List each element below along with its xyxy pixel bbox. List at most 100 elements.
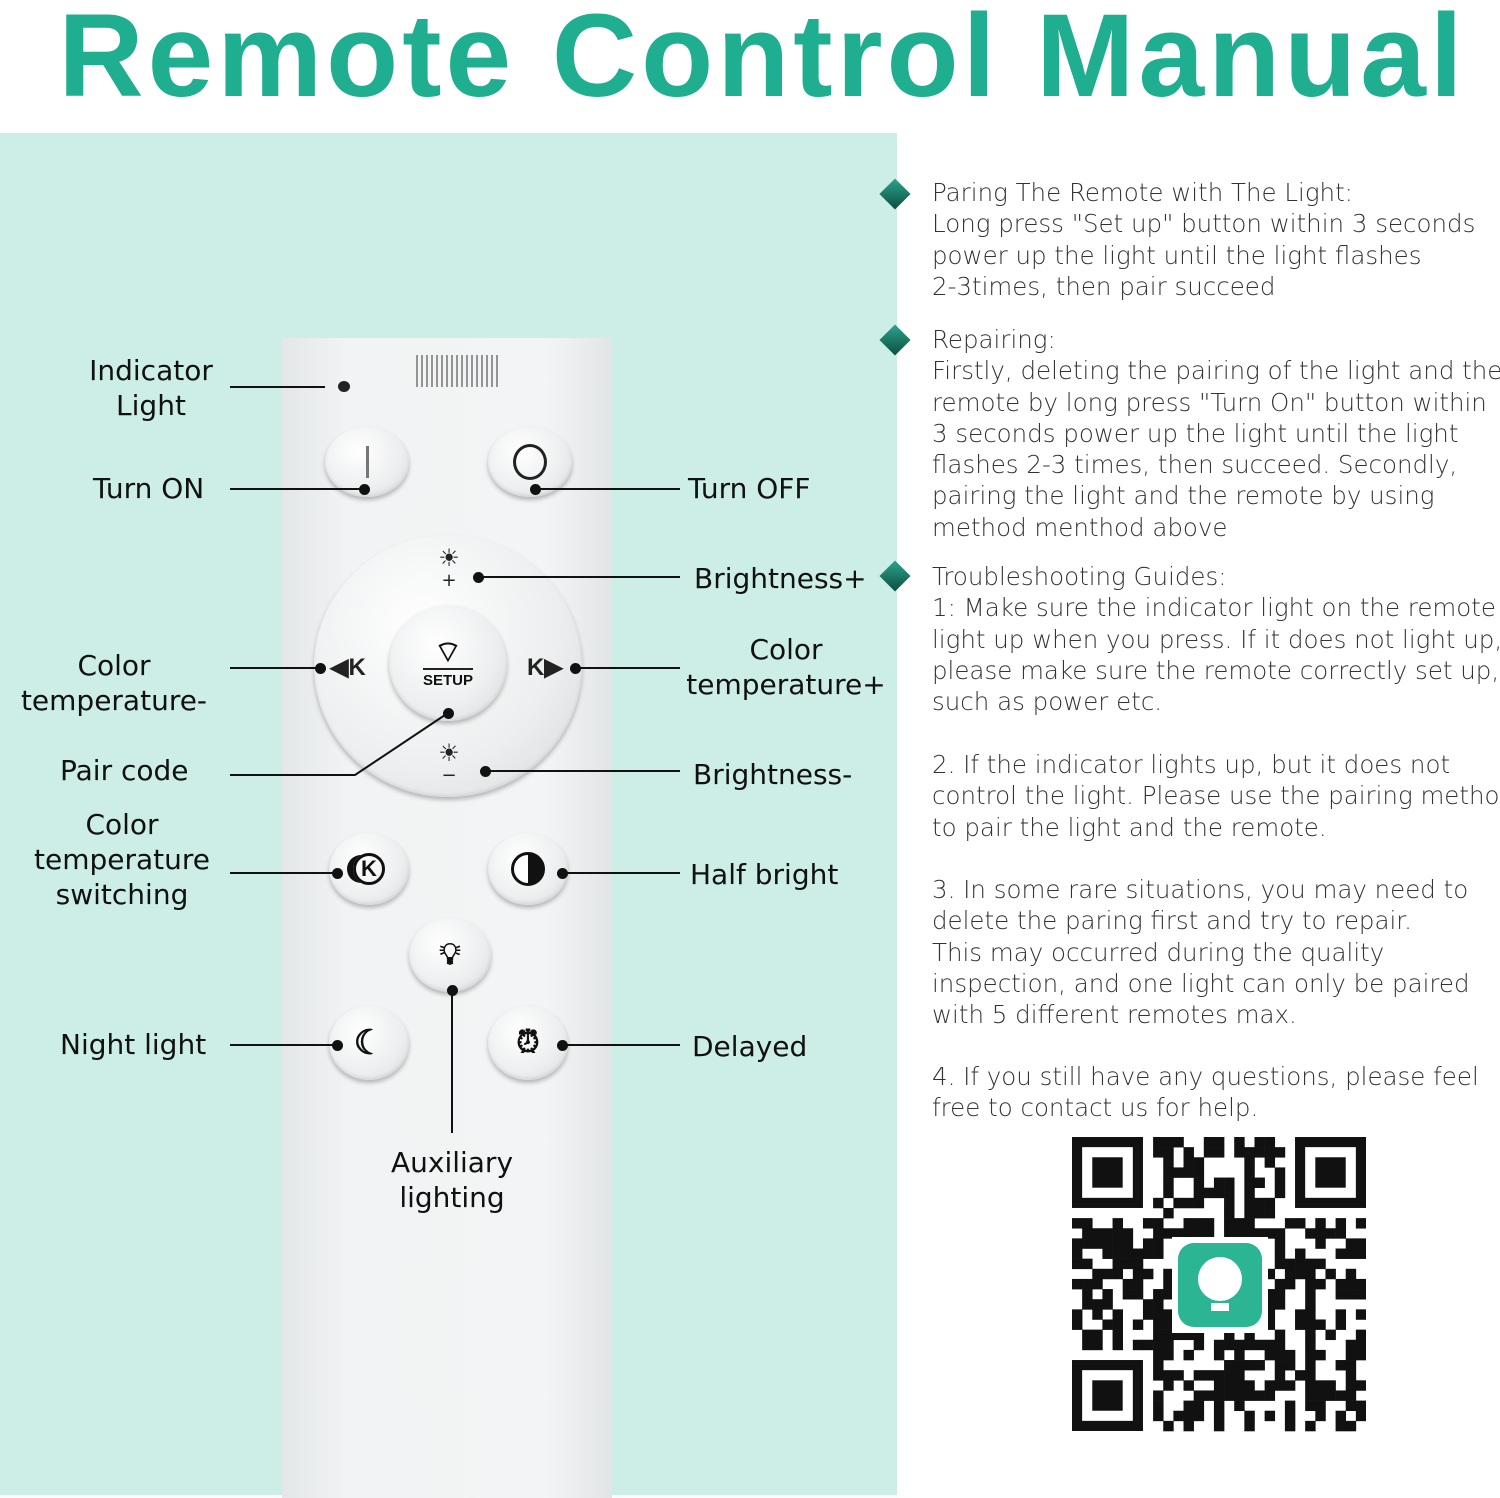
qr-module [1254, 1137, 1265, 1148]
qr-module [1305, 1349, 1316, 1361]
qr-module [1244, 1380, 1255, 1391]
indicator-light-dot [338, 381, 350, 392]
delayed-button[interactable]: ⏰︎ [488, 1006, 568, 1080]
brightness-up-icon[interactable]: ☀+ [438, 544, 460, 591]
qr-module [1163, 1177, 1174, 1188]
qr-module [1122, 1248, 1134, 1259]
qr-module [1112, 1218, 1123, 1229]
callout-line [478, 576, 680, 578]
qr-module [1193, 1197, 1205, 1209]
qr-module [1355, 1309, 1366, 1320]
qr-module [1183, 1147, 1194, 1158]
turn-off-button[interactable] [488, 427, 572, 497]
qr-module [1274, 1289, 1286, 1300]
callout-dot [557, 868, 568, 879]
qr-module [1264, 1228, 1276, 1239]
moon-k-icon: K [353, 853, 385, 885]
qr-module [1355, 1248, 1366, 1259]
night-light-button[interactable]: ☾ [329, 1006, 409, 1080]
qr-module [1142, 1268, 1154, 1280]
instruction-line: flashes 2-3 times, then succeed. Secondl… [932, 450, 1458, 480]
label-half-bright: Half bright [690, 858, 839, 891]
alarm-clock-icon: ⏰︎ [516, 1026, 540, 1059]
qr-module [1264, 1380, 1276, 1391]
qr-module [1132, 1319, 1144, 1330]
qr-module [1112, 1329, 1123, 1341]
color-temp-up-button[interactable]: K▶ [527, 654, 563, 681]
qr-module [1112, 1319, 1123, 1330]
instruction-line: Troubleshooting Guides: [932, 562, 1227, 591]
qr-module [1264, 1289, 1276, 1300]
qr-module [1153, 1360, 1164, 1371]
qr-module [1163, 1380, 1174, 1391]
qr-module [1183, 1420, 1194, 1432]
troubleshooting-step-2: 2. If the indicator lights up, but it do… [932, 749, 1500, 843]
qr-code[interactable] [1072, 1137, 1366, 1432]
qr-module [1173, 1197, 1184, 1209]
qr-module [1274, 1278, 1286, 1290]
qr-module [1305, 1319, 1316, 1330]
qr-module [1254, 1390, 1265, 1401]
qr-module [1335, 1410, 1347, 1422]
qr-module [1132, 1278, 1144, 1290]
color-temp-switch-button[interactable]: K [329, 833, 409, 905]
setup-button[interactable]: ⌔ SETUP [389, 605, 507, 721]
qr-module [1284, 1278, 1296, 1290]
qr-module [1173, 1137, 1184, 1148]
half-bright-button[interactable] [488, 833, 568, 905]
callout-line [535, 488, 680, 490]
qr-module [1244, 1147, 1255, 1158]
label-turn-off: Turn OFF [688, 472, 811, 505]
qr-module [1173, 1167, 1184, 1178]
qr-module [1295, 1370, 1306, 1381]
qr-module [1224, 1360, 1235, 1371]
qr-module [1112, 1228, 1123, 1239]
qr-module [1213, 1400, 1225, 1412]
qr-module [1355, 1410, 1366, 1422]
qr-module [1163, 1167, 1174, 1178]
qr-module [1183, 1218, 1194, 1229]
qr-module [1213, 1349, 1225, 1361]
qr-module [1193, 1370, 1205, 1381]
qr-module [1224, 1187, 1235, 1199]
qr-module [1122, 1228, 1134, 1239]
qr-module [1315, 1319, 1326, 1330]
qr-module [1274, 1258, 1286, 1270]
qr-module [1264, 1299, 1276, 1310]
qr-module [1315, 1380, 1326, 1391]
brightness-down-icon[interactable]: ☀− [438, 739, 460, 786]
qr-module [1284, 1349, 1296, 1361]
qr-module [1082, 1299, 1093, 1310]
qr-module [1234, 1137, 1245, 1148]
qr-module [1325, 1228, 1336, 1239]
troubleshooting-step-3: 3. In some rare situations, you may need… [932, 874, 1470, 1030]
callout-line [230, 667, 320, 669]
callout-dot [332, 1040, 343, 1051]
qr-module [1345, 1268, 1357, 1280]
instruction-line: 2-3times, then pair succeed [932, 271, 1276, 301]
qr-module [1092, 1278, 1103, 1290]
label-brightness-plus: Brightness+ [694, 562, 867, 595]
qr-module [1183, 1410, 1194, 1422]
qr-module [1163, 1207, 1174, 1219]
qr-module [1315, 1390, 1326, 1401]
qr-module [1163, 1349, 1174, 1361]
qr-module [1142, 1218, 1154, 1229]
qr-module [1264, 1268, 1276, 1280]
qr-module [1264, 1147, 1276, 1158]
color-temp-down-button[interactable]: ◀K [330, 654, 366, 681]
qr-module [1203, 1370, 1215, 1381]
qr-module [1254, 1147, 1265, 1158]
setup-label: SETUP [422, 667, 473, 689]
qr-module [1193, 1228, 1205, 1239]
qr-module [1345, 1238, 1357, 1249]
qr-module [1082, 1278, 1093, 1290]
qr-module [1274, 1380, 1286, 1391]
auxiliary-lighting-button[interactable]: 💡︎ [409, 918, 491, 992]
instruction-line: remote by long press "Turn On" button wi… [932, 387, 1487, 417]
qr-module [1153, 1329, 1164, 1341]
qr-module [1163, 1309, 1174, 1320]
